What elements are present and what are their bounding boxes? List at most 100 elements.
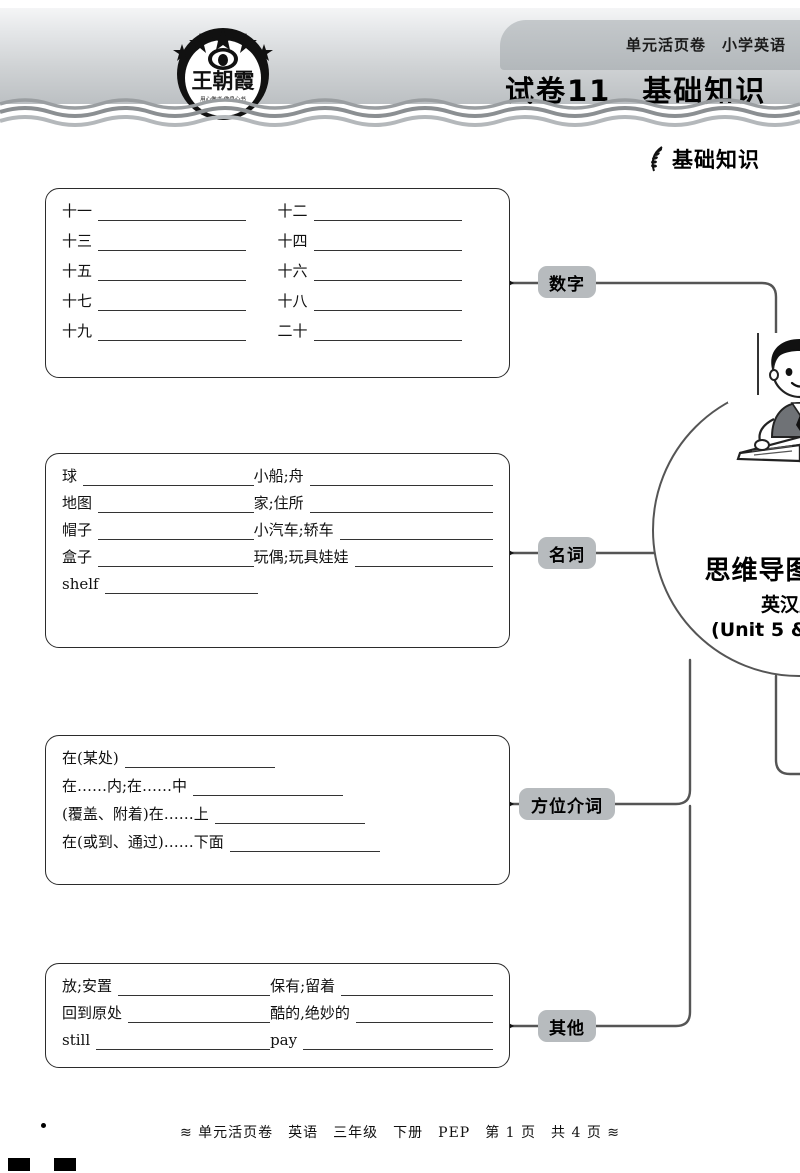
answer-cell[interactable]: 十二	[278, 203, 494, 221]
answer-blank[interactable]	[214, 806, 365, 824]
answer-blank[interactable]	[309, 495, 493, 513]
answer-cell[interactable]: 十九	[62, 323, 278, 341]
answer-cell[interactable]: 放;安置	[62, 978, 271, 996]
prompt-label: 球	[62, 467, 78, 485]
prompt-label: 在(某处)	[62, 749, 119, 767]
answer-blank[interactable]	[309, 468, 493, 486]
category-chip-prepositions[interactable]: 方位介词	[519, 788, 615, 820]
answer-cell[interactable]: 小汽车;轿车	[254, 522, 493, 540]
answer-blank[interactable]	[96, 1032, 271, 1050]
answer-box-numbers: 十一 十二 十三 十四 十五	[45, 188, 510, 378]
answer-cell[interactable]: 盒子	[62, 549, 254, 567]
section-heading: 基础知识	[648, 144, 760, 174]
publisher-logo: 王朝霞 用心做书 做良心书	[173, 28, 273, 120]
prompt-label: (覆盖、附着)在……上	[62, 805, 209, 823]
answer-box-nouns: 球 小船;舟 地图 家;住所 帽	[45, 453, 510, 648]
answer-blank[interactable]	[98, 203, 247, 221]
answer-cell[interactable]: 小船;舟	[254, 468, 493, 486]
answer-cell[interactable]: 家;住所	[254, 495, 493, 513]
prompt-label: 盒子	[62, 548, 93, 566]
category-chip-other[interactable]: 其他	[538, 1010, 596, 1042]
answer-cell[interactable]: still	[62, 1031, 271, 1050]
answer-cell[interactable]: 十七	[62, 293, 278, 311]
prompt-label: pay	[270, 1031, 298, 1049]
prompt-label: 地图	[62, 494, 93, 512]
prompt-label: still	[62, 1031, 91, 1049]
answer-cell[interactable]: 在……内;在……中	[62, 778, 493, 796]
answer-row: 在(某处)	[62, 750, 493, 768]
answer-blank[interactable]	[193, 778, 344, 796]
prompt-label: 十六	[277, 262, 308, 280]
answer-blank[interactable]	[118, 978, 271, 996]
prompt-label: 十二	[277, 202, 308, 220]
answer-blank[interactable]	[98, 233, 247, 251]
answer-cell[interactable]: 十三	[62, 233, 278, 251]
answer-cell[interactable]: (覆盖、附着)在……上	[62, 806, 493, 824]
answer-row: 十七 十八	[62, 293, 493, 311]
answer-cell[interactable]: 保有;留着	[270, 978, 493, 996]
answer-blank[interactable]	[229, 834, 380, 852]
answer-blank[interactable]	[83, 468, 254, 486]
answer-cell[interactable]: 回到原处	[62, 1004, 271, 1023]
answer-cell[interactable]: 十四	[278, 233, 494, 251]
answer-blank[interactable]	[313, 293, 462, 311]
answer-blank[interactable]	[98, 549, 254, 567]
answer-blank[interactable]	[98, 495, 254, 513]
answer-cell[interactable]: 帽子	[62, 522, 254, 540]
answer-box-prepositions: 在(某处) 在……内;在……中 (覆盖、附着)在……上 在(或到、通过)……下面	[45, 735, 510, 885]
answer-row: 十五 十六	[62, 263, 493, 281]
prompt-label: 酷的,绝妙的	[270, 1004, 350, 1022]
answer-blank[interactable]	[313, 233, 462, 251]
answer-row: still pay	[62, 1032, 493, 1050]
answer-cell[interactable]: 在(或到、通过)……下面	[62, 834, 493, 852]
answer-row: 在(或到、通过)……下面	[62, 834, 493, 852]
answer-cell[interactable]: 酷的,绝妙的	[270, 1005, 493, 1023]
answer-blank[interactable]	[355, 1005, 493, 1023]
answer-blank[interactable]	[98, 323, 247, 341]
answer-cell[interactable]: 在(某处)	[62, 750, 493, 768]
category-chip-nouns[interactable]: 名词	[538, 537, 596, 569]
answer-row: 地图 家;住所	[62, 495, 493, 513]
answer-cell[interactable]: 十八	[278, 293, 494, 311]
category-chip-numbers[interactable]: 数字	[538, 266, 596, 298]
prompt-label: 保有;留着	[270, 977, 336, 995]
answer-blank[interactable]	[98, 263, 247, 281]
answer-cell[interactable]: 十一	[62, 203, 278, 221]
prompt-label: 家;住所	[253, 494, 304, 512]
answer-blank[interactable]	[128, 1005, 271, 1023]
answer-cell[interactable]: 玩偶;玩具娃娃	[254, 549, 493, 567]
prompt-label: shelf	[62, 575, 99, 593]
prompt-label: 十七	[62, 292, 93, 310]
answer-cell[interactable]: 地图	[62, 495, 254, 513]
publisher-logo-brand: 王朝霞	[192, 68, 256, 93]
answer-row: 十九 二十	[62, 323, 493, 341]
answer-row: (覆盖、附着)在……上	[62, 806, 493, 824]
answer-blank[interactable]	[124, 750, 275, 768]
answer-blank[interactable]	[354, 549, 493, 567]
answer-cell[interactable]: 十六	[278, 263, 494, 281]
answer-blank[interactable]	[339, 522, 493, 540]
registration-dot	[41, 1123, 46, 1128]
answer-cell[interactable]: 球	[62, 468, 254, 486]
prompt-label: 帽子	[62, 521, 93, 539]
answer-cell[interactable]: 二十	[278, 323, 494, 341]
prompt-label: 在……内;在……中	[62, 777, 188, 795]
answer-cell[interactable]: pay	[270, 1032, 493, 1050]
header-tab-label: 单元活页卷 小学英语	[625, 36, 786, 54]
answer-blank[interactable]	[313, 203, 462, 221]
answer-blank[interactable]	[313, 323, 462, 341]
header-tab: 单元活页卷 小学英语	[500, 20, 800, 70]
answer-cell[interactable]: shelf	[62, 576, 258, 594]
answer-blank[interactable]	[313, 263, 462, 281]
wave-divider	[0, 98, 800, 127]
answer-blank[interactable]	[341, 978, 493, 996]
answer-cell[interactable]: 十五	[62, 263, 278, 281]
answer-blank[interactable]	[98, 293, 247, 311]
answer-blank[interactable]	[104, 576, 258, 594]
answer-blank[interactable]	[98, 522, 254, 540]
registration-mark-bottom-left-2	[54, 1158, 76, 1171]
prompt-label: 十一	[62, 202, 93, 220]
prompt-label: 回到原处	[62, 1004, 123, 1022]
answer-blank[interactable]	[303, 1032, 493, 1050]
